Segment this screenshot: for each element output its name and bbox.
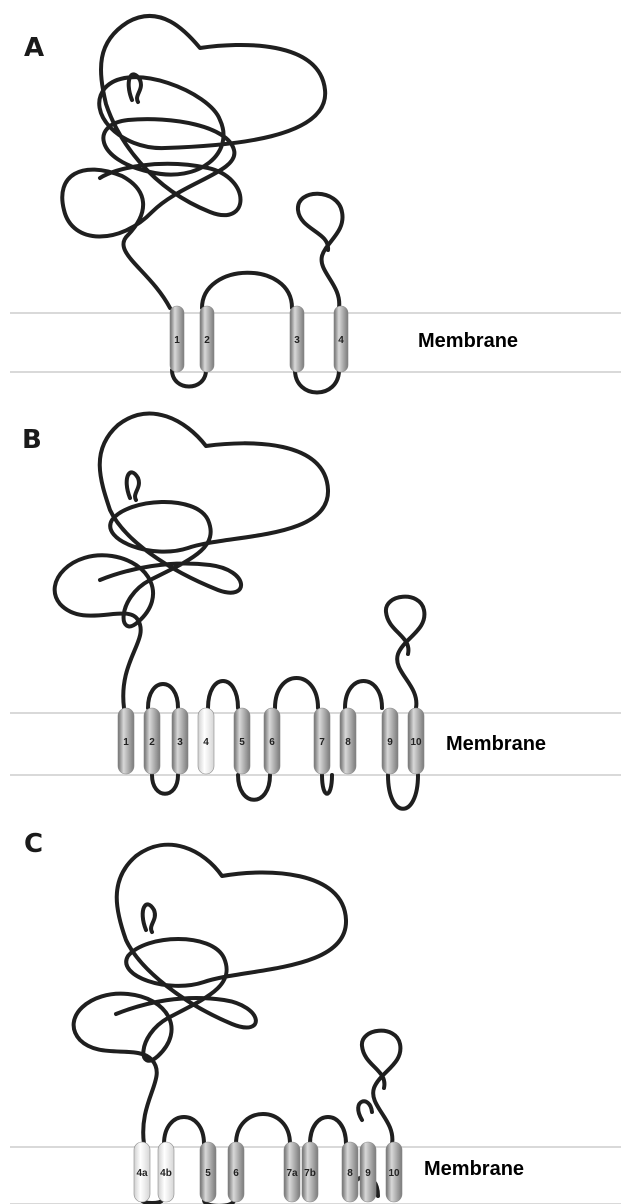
helix-3-b: 3	[172, 708, 188, 774]
helices-a: 1 2 3 4	[170, 306, 348, 372]
panel-a-letter: A	[24, 33, 44, 63]
loop-3-4-a	[295, 370, 339, 393]
helix-10-c: 10	[386, 1142, 402, 1202]
helix-6-b: 6	[264, 708, 280, 774]
helix-label: 1	[123, 737, 129, 748]
membrane-label-b: Membrane	[446, 733, 546, 755]
helix-9-b: 9	[382, 708, 398, 774]
helix-label: 4	[203, 737, 209, 748]
loop-6-7-b	[322, 775, 332, 794]
helix-label: 6	[269, 737, 275, 748]
helix-3-a: 3	[290, 306, 304, 372]
helix-label: 4b	[160, 1168, 172, 1179]
helix-8-c: 8	[342, 1142, 358, 1202]
panel-c: C 4a 4b 5 6 7a 7b 8 9 10 Membrane	[10, 829, 621, 1204]
helix-7-b: 7	[314, 708, 330, 774]
helices-c: 4a 4b 5 6 7a 7b 8 9 10	[134, 1142, 402, 1202]
loop-5-6-b	[275, 678, 318, 708]
n-terminal-hook-b	[127, 472, 139, 500]
helix-label: 9	[387, 737, 393, 748]
c-terminal-tail-b	[386, 597, 425, 708]
helix-label: 4	[338, 335, 344, 346]
helix-1-a: 1	[170, 306, 184, 372]
helix-2-b: 2	[144, 708, 160, 774]
helix-label: 1	[174, 335, 180, 346]
panel-a: A 1 2 3 4 Membrane	[10, 16, 621, 393]
n-terminal-domain-a	[62, 16, 325, 308]
helix-7a-c: 7a	[284, 1142, 300, 1202]
n-terminal-domain-c	[74, 845, 346, 1144]
helices-b: 1 2 3 4 5 6 7 8 9 10	[118, 708, 424, 774]
helix-label: 7	[319, 737, 325, 748]
helix-label: 3	[177, 737, 183, 748]
helix-label: 7a	[286, 1168, 298, 1179]
loop-2-3-b	[152, 775, 178, 794]
helix-label: 7b	[304, 1168, 316, 1179]
panel-b: B 1 2 3 4 5 6 7 8 9 10 Membrane	[10, 414, 621, 809]
helix-7b-c: 7b	[302, 1142, 318, 1202]
reentrant-loop-c	[358, 1101, 372, 1120]
loop-4b-5-c	[164, 1117, 204, 1144]
helix-6-c: 6	[228, 1142, 244, 1202]
helix-label: 2	[204, 335, 210, 346]
loop-3-4-b	[208, 681, 238, 708]
helix-label: 5	[205, 1168, 211, 1179]
helix-label: 2	[149, 737, 155, 748]
panel-c-letter: C	[24, 829, 43, 859]
n-terminal-domain-b	[55, 414, 328, 708]
c-terminal-tail-c	[362, 1031, 401, 1144]
helix-label: 6	[233, 1168, 239, 1179]
loop-7b-8-c	[310, 1117, 346, 1144]
helix-label: 10	[388, 1168, 400, 1179]
n-terminal-hook-c	[143, 904, 155, 932]
helix-label: 5	[239, 737, 245, 748]
helix-4-a: 4	[334, 306, 348, 372]
helix-5-b: 5	[234, 708, 250, 774]
helix-9-c: 9	[360, 1142, 376, 1202]
helix-4a-c: 4a	[134, 1142, 150, 1202]
helix-label: 8	[345, 737, 351, 748]
helix-label: 4a	[136, 1168, 148, 1179]
helix-4b-c: 4b	[158, 1142, 174, 1202]
c-terminal-tail-a	[298, 194, 343, 308]
loop-1-2-b	[148, 684, 178, 708]
helix-1-b: 1	[118, 708, 134, 774]
helix-label: 10	[410, 737, 422, 748]
helix-4-b: 4	[198, 708, 214, 774]
helix-10-b: 10	[408, 708, 424, 774]
helix-label: 3	[294, 335, 300, 346]
loop-4-5-b	[238, 775, 270, 800]
membrane-label-c: Membrane	[424, 1158, 524, 1180]
membrane-label-a: Membrane	[418, 330, 518, 352]
helix-label: 9	[365, 1168, 371, 1179]
loop-2-3-a	[202, 273, 292, 308]
helix-8-b: 8	[340, 708, 356, 774]
loop-8-9-b	[388, 775, 418, 809]
loop-7-8-b	[345, 681, 382, 708]
helix-label: 8	[347, 1168, 353, 1179]
loop-6-7a-c	[236, 1114, 290, 1144]
helix-5-c: 5	[200, 1142, 216, 1202]
panel-b-letter: B	[22, 425, 42, 455]
helix-2-a: 2	[200, 306, 214, 372]
